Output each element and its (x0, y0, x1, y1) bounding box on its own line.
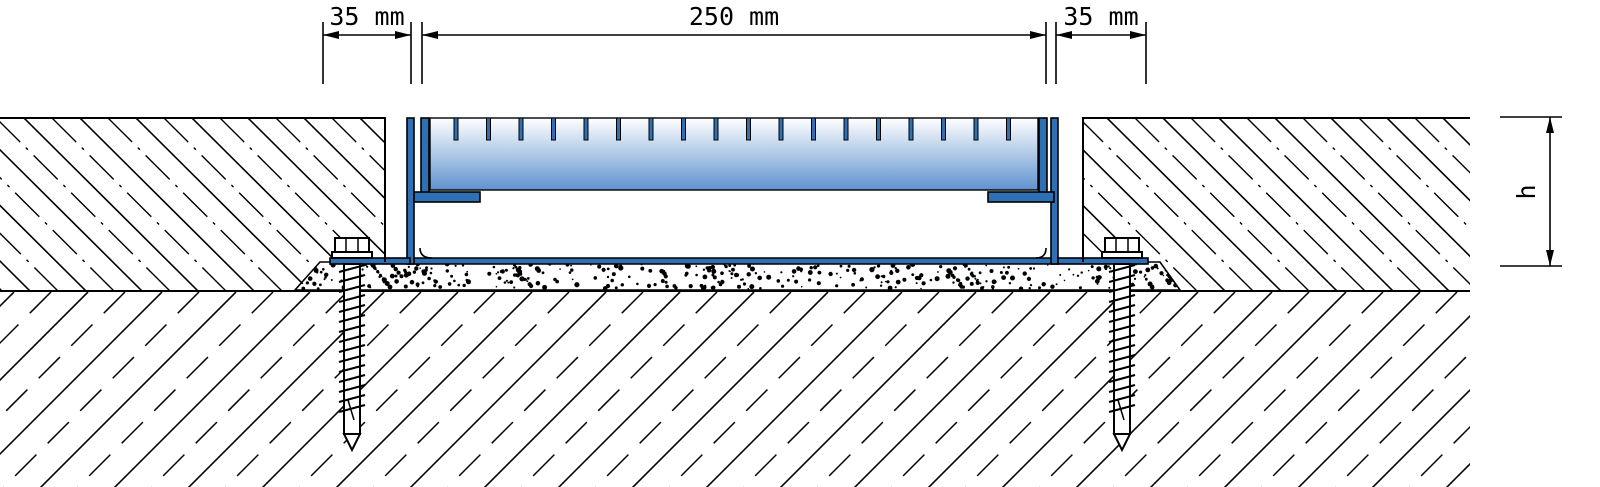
left-outer-flange (406, 117, 415, 265)
mortar-bed (293, 261, 1182, 291)
grating (429, 117, 1039, 191)
left-support-bracket (413, 191, 481, 203)
anchor-screw-left (331, 237, 373, 453)
right-support-bracket (987, 191, 1055, 203)
screed-left (0, 118, 385, 290)
dimension-height: h (1500, 116, 1562, 267)
concrete-base (0, 292, 1470, 487)
dimension-left-flange: 35 mm (322, 2, 412, 84)
screed-left-outline (0, 117, 386, 262)
screed-right-outline (1082, 117, 1470, 262)
dimension-right-flange-label: 35 mm (1063, 2, 1138, 31)
dimension-right-flange: 35 mm (1055, 2, 1147, 84)
drain-channel (329, 117, 1149, 265)
dimension-channel-width: 250 mm (421, 2, 1047, 84)
dimension-left-flange-label: 35 mm (329, 2, 404, 31)
dimension-height-label: h (1512, 184, 1541, 199)
dimension-channel-width-label: 250 mm (689, 2, 779, 31)
right-inner-wall (1038, 117, 1048, 195)
left-inner-wall (420, 117, 430, 195)
right-outer-flange (1050, 117, 1059, 265)
anchor-screw-right (1101, 237, 1143, 453)
